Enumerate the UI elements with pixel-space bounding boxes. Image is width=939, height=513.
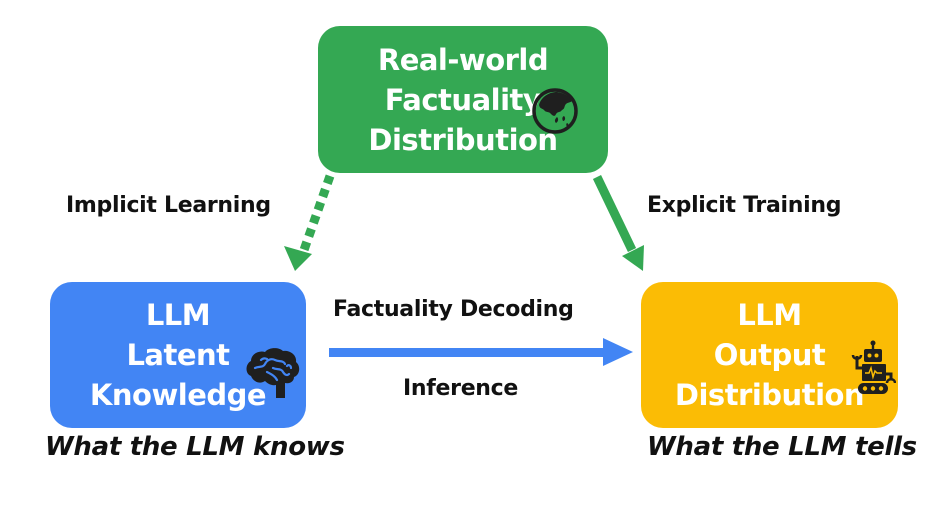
explicit-training-label: Explicit Training bbox=[647, 193, 842, 218]
llm-output-distribution-node: LLM Output Distribution bbox=[641, 282, 898, 428]
node-line: Output bbox=[713, 338, 826, 372]
robot-icon bbox=[851, 340, 896, 394]
brain-icon bbox=[246, 348, 300, 398]
globe-icon bbox=[532, 88, 578, 134]
node-line: LLM bbox=[145, 298, 211, 332]
node-line: Distribution bbox=[674, 378, 865, 412]
explicit-training-arrow-shaft bbox=[592, 175, 637, 252]
real-world-factuality-node: Real-world Factuality Distribution bbox=[318, 26, 608, 173]
factuality-decoding-label: Factuality Decoding bbox=[333, 297, 574, 322]
decoding-arrow-head bbox=[603, 338, 633, 366]
implicit-learning-arrow-head bbox=[284, 246, 312, 271]
node-line: Latent bbox=[126, 338, 230, 372]
implicit-learning-label: Implicit Learning bbox=[66, 193, 271, 218]
node-line: Factuality bbox=[384, 82, 542, 117]
node-line: LLM bbox=[737, 298, 802, 332]
inference-label: Inference bbox=[403, 376, 519, 401]
node-line: Distribution bbox=[368, 122, 558, 157]
node-line: Real-world bbox=[377, 42, 549, 77]
node-line: Knowledge bbox=[89, 378, 267, 412]
latent-knowledge-caption: What the LLM knows bbox=[45, 432, 345, 462]
implicit-learning-arrow-shaft bbox=[299, 174, 335, 252]
explicit-training-arrow-head bbox=[622, 245, 644, 271]
output-distribution-caption: What the LLM tells bbox=[647, 432, 917, 462]
decoding-arrow-shaft bbox=[329, 348, 605, 357]
